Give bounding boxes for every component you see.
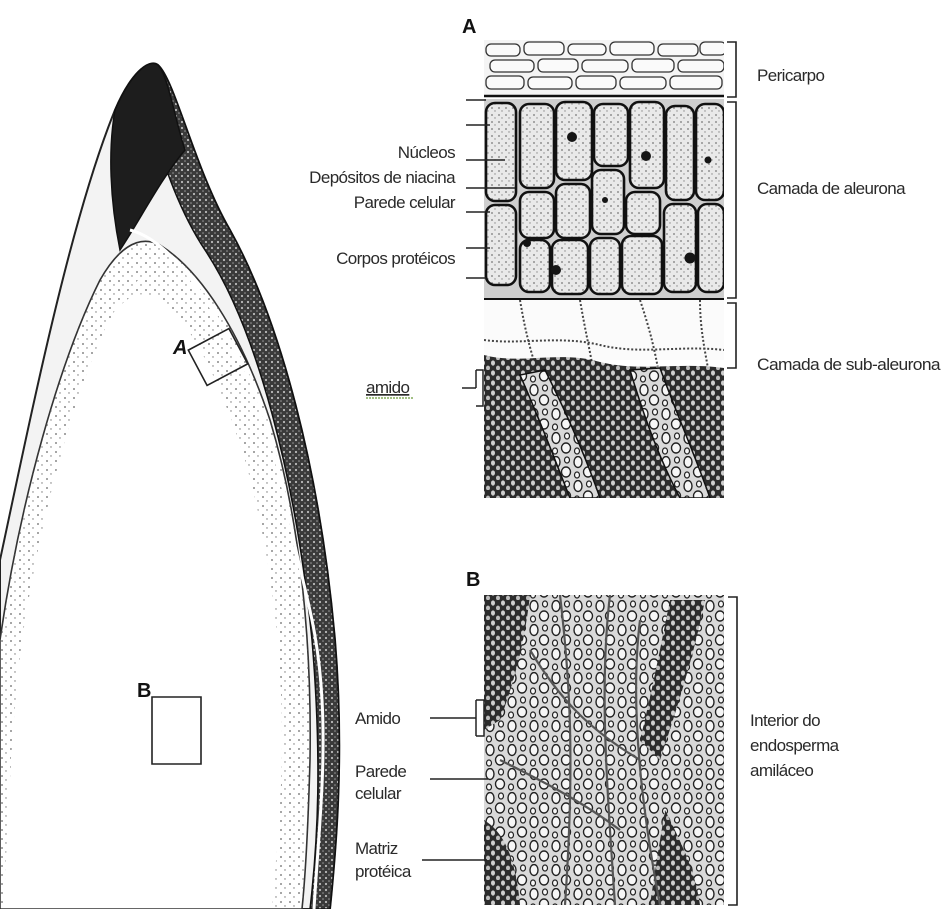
- panel-b-bracket: [728, 597, 737, 905]
- label-depositos-niacina: Depósitos de niacina: [309, 168, 456, 187]
- label-parede-b-2: celular: [355, 784, 402, 803]
- panel-a-brackets: [727, 42, 736, 368]
- label-parede-b-1: Parede: [355, 762, 406, 781]
- kernel-box-a-letter: A: [172, 337, 187, 359]
- label-pericarpo: Pericarpo: [757, 66, 825, 85]
- panel-a-letter: A: [462, 16, 476, 38]
- label-corpos-proteicos: Corpos protéicos: [336, 249, 455, 268]
- label-camada-sub-aleurona: Camada de sub-aleurona: [757, 355, 941, 374]
- label-parede-celular-a: Parede celular: [354, 193, 456, 212]
- label-matriz-2: protéica: [355, 862, 412, 881]
- panel-b-letter: B: [466, 569, 480, 591]
- kernel-box-b-letter: B: [137, 680, 151, 702]
- kernel-section: A B: [0, 63, 339, 909]
- panel-a: A: [309, 16, 941, 498]
- label-camada-aleurona: Camada de aleurona: [757, 179, 906, 198]
- label-interior-1: Interior do: [750, 711, 820, 730]
- label-nucleos: Núcleos: [398, 143, 455, 162]
- label-matriz-1: Matriz: [355, 839, 398, 858]
- panel-b-leaders: [422, 700, 488, 860]
- label-amido-b: Amido: [355, 709, 400, 728]
- panel-b: B: [355, 569, 840, 905]
- label-interior-2: endosperma: [750, 736, 840, 755]
- label-amido-a: amido: [366, 378, 409, 397]
- label-interior-3: amiláceo: [750, 761, 813, 780]
